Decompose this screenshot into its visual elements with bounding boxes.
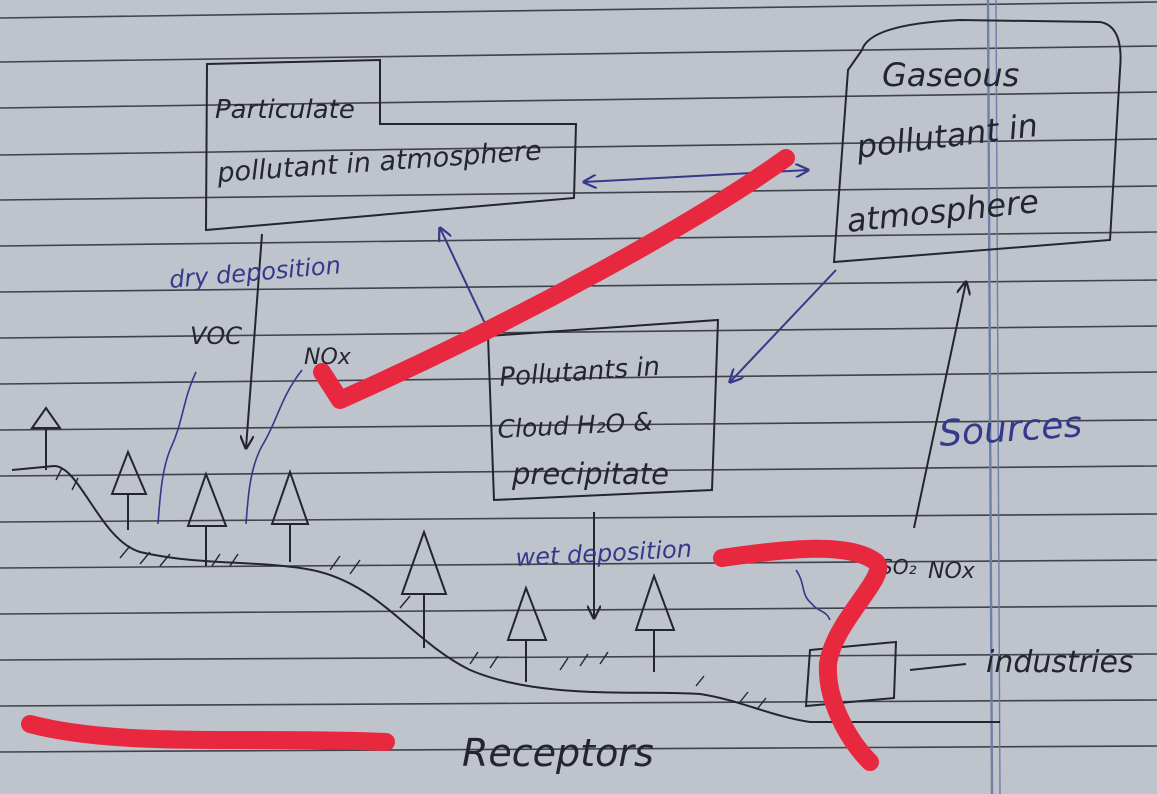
nox-right-label: NOx (928, 559, 976, 584)
sources-arrow (913, 282, 966, 529)
particulate-cloud-arrow (440, 228, 490, 334)
factory-icon (804, 640, 967, 708)
receptors-label: Receptors (462, 731, 654, 775)
tree-icon (30, 406, 676, 682)
margin-line (986, 0, 994, 794)
industries-label: industries (986, 645, 1134, 680)
gaseous-cloud-arrow (730, 269, 837, 382)
red-check-mark (313, 149, 795, 409)
red-highlight-strokes (21, 149, 888, 771)
red-underline (21, 715, 395, 751)
cloud-line3: precipitate (511, 457, 669, 491)
gaseous-title: Gaseous (882, 56, 1019, 94)
terrain-line (11, 464, 1000, 723)
ruled-lines (0, 1, 1157, 753)
dry-deposition-arrow (246, 233, 263, 448)
sources-label: Sources (938, 404, 1084, 455)
smoke-icon (157, 369, 831, 621)
terrain-hatching (55, 467, 767, 709)
particulate-title: Particulate (215, 95, 355, 125)
margin-line-secondary (995, 0, 1001, 794)
voc-label: VOC (190, 322, 242, 350)
red-hook-mark (713, 539, 888, 771)
